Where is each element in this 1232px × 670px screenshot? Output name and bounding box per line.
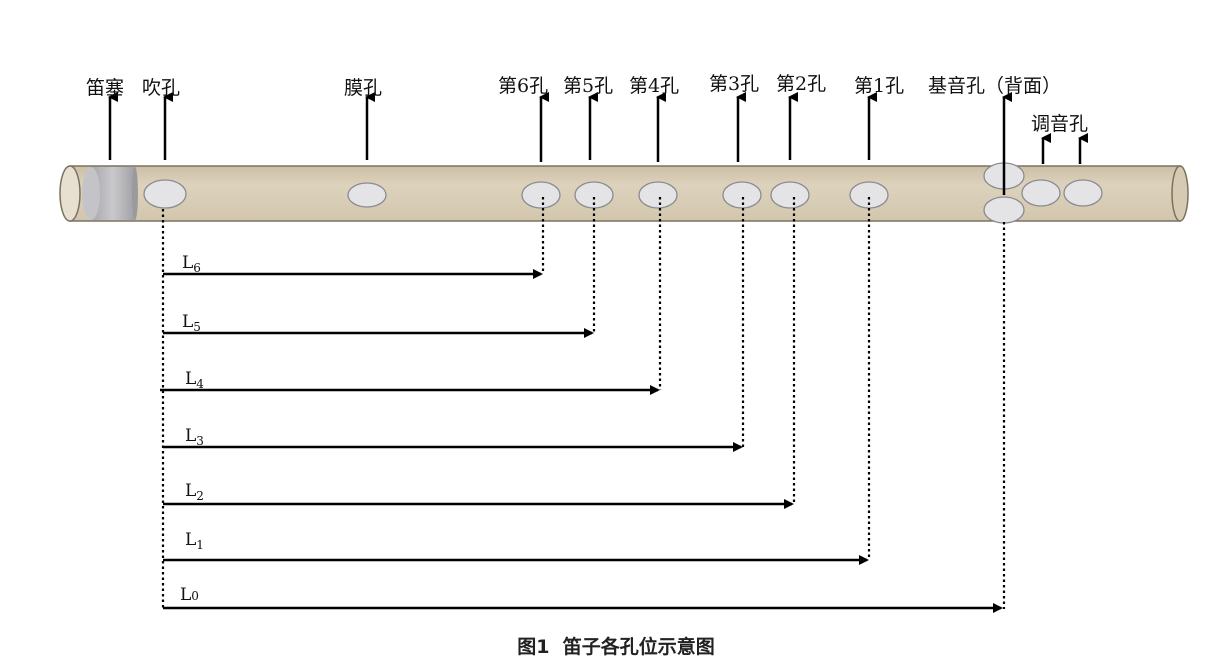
label-arrows	[108, 92, 1088, 195]
label-hole-1: 第1孔	[854, 75, 904, 97]
label-tuning-holes: 调音孔	[1031, 113, 1088, 135]
flute-plug	[82, 167, 138, 220]
dotted-guides	[161, 197, 1006, 609]
label-L4: L4	[185, 369, 204, 391]
label-hole-5: 第5孔	[563, 75, 613, 97]
hole-labels: 笛塞 吹孔 膜孔 第6孔 第5孔 第4孔 第3孔 第2孔 第1孔 基音孔（背面）…	[86, 73, 1088, 135]
label-L6: L6	[182, 253, 201, 275]
figure-caption: 图1 笛子各孔位示意图	[517, 635, 714, 658]
label-L0: L0	[180, 585, 199, 605]
label-L3: L3	[185, 426, 204, 448]
base-hole-bottom	[983, 196, 1025, 224]
distance-labels: L6 L5 L4 L3 L2 L1 L0	[180, 253, 204, 605]
label-base-hole: 基音孔（背面）	[928, 75, 1061, 97]
tuning-hole-1	[1021, 179, 1061, 207]
label-hole-6: 第6孔	[498, 75, 548, 97]
label-membrane-hole: 膜孔	[344, 77, 382, 99]
hole-2	[770, 181, 810, 209]
label-blow-hole: 吹孔	[142, 77, 180, 99]
label-plug: 笛塞	[86, 77, 124, 99]
label-hole-2: 第2孔	[776, 73, 826, 95]
holes	[143, 162, 1103, 224]
label-L2: L2	[185, 481, 204, 503]
label-L1: L1	[185, 530, 204, 552]
hole-6	[521, 181, 561, 209]
hole-4	[638, 181, 678, 209]
tuning-hole-2	[1063, 179, 1103, 207]
membrane-hole	[347, 182, 387, 208]
label-hole-4: 第4孔	[629, 75, 679, 97]
blow-hole	[143, 179, 187, 209]
label-L5: L5	[182, 312, 201, 334]
label-hole-3: 第3孔	[709, 73, 759, 95]
distance-arrows	[160, 269, 1003, 613]
